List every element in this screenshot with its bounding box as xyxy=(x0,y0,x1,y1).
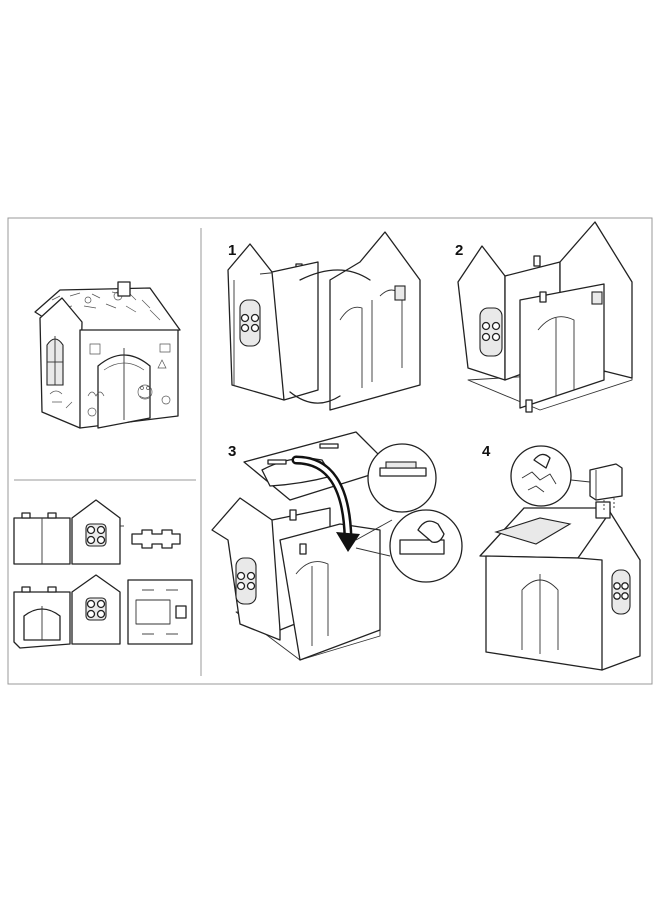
step-1-diagram: 1 xyxy=(227,231,421,411)
step-2-number: 2 xyxy=(455,242,463,259)
step-3-diagram: 3 xyxy=(211,431,463,661)
assembled-house-illustration xyxy=(34,281,181,429)
step-1-number: 1 xyxy=(228,242,236,259)
step-3-number: 3 xyxy=(228,443,236,460)
step-2-diagram: 2 xyxy=(455,221,633,413)
sheet-frame xyxy=(7,217,653,685)
step-4-number: 4 xyxy=(482,443,491,460)
flat-parts-layout xyxy=(13,499,193,649)
step-4-diagram: 4 xyxy=(479,443,641,671)
